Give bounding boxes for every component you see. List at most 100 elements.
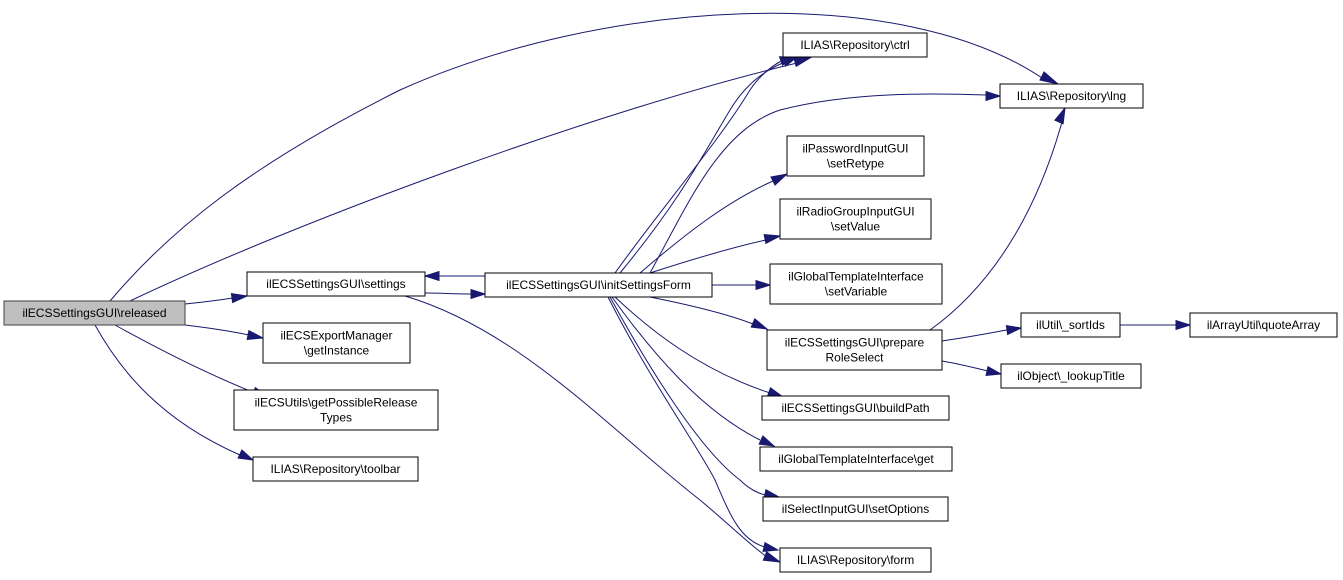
- node-label: ILIAS\Repository\ctrl: [800, 38, 909, 52]
- node-box[interactable]: [766, 329, 943, 371]
- node-label: ilUtil\_sortIds: [1036, 318, 1105, 332]
- node-box[interactable]: [769, 263, 943, 305]
- node-label: ilECSSettingsGUI\buildPath: [781, 401, 929, 415]
- edge-released-to-getPossible: [114, 324, 270, 397]
- node-box[interactable]: [779, 547, 932, 573]
- arrowhead-icon: [755, 279, 772, 291]
- node-label: \setRetype: [827, 157, 885, 171]
- arrowhead-icon: [1054, 106, 1066, 125]
- arrowhead-icon: [1039, 71, 1059, 85]
- node-quoteArray[interactable]: ilArrayUtil\quoteArray: [1189, 312, 1338, 338]
- edge-initSettingsForm-to-setValue: [649, 234, 782, 274]
- nodes-layer: ilECSSettingsGUI\released ilECSSettingsGU…: [3, 32, 1338, 573]
- arrowhead-icon: [230, 292, 249, 304]
- node-form[interactable]: ILIAS\Repository\form: [779, 547, 932, 573]
- node-toolbar[interactable]: ILIAS\Repository\toolbar: [252, 456, 419, 482]
- edge-line: [404, 295, 768, 558]
- node-label: ilECSExportManager: [280, 329, 392, 343]
- edge-line: [619, 61, 786, 274]
- edge-line: [184, 324, 250, 336]
- node-get[interactable]: ilGlobalTemplateInterface\get: [759, 446, 953, 472]
- edge-line: [614, 296, 771, 394]
- node-label: ILIAS\Repository\toolbar: [270, 462, 400, 476]
- arrowhead-icon: [770, 173, 789, 186]
- arrowhead-icon: [470, 288, 487, 300]
- node-label: ilECSSettingsGUI\initSettingsForm: [506, 278, 691, 292]
- edge-line: [649, 93, 987, 274]
- node-ctrl[interactable]: ILIAS\Repository\ctrl: [782, 32, 928, 58]
- node-label: ILIAS\Repository\form: [797, 553, 914, 567]
- node-label: ilECSSettingsGUI\released: [22, 306, 166, 320]
- edge-line: [941, 329, 1008, 342]
- node-label: ilECSSettingsGUI\settings: [266, 277, 405, 291]
- node-setValue[interactable]: ilRadioGroupInputGUI\setValue: [779, 198, 932, 240]
- node-box[interactable]: [262, 322, 411, 364]
- node-getInstance[interactable]: ilECSExportManager\getInstance: [262, 322, 411, 364]
- node-box[interactable]: [779, 198, 932, 240]
- node-label: ilECSUtils\getPossibleRelease: [255, 396, 418, 410]
- edge-released-to-ctrl: [129, 57, 812, 302]
- edge-sortIds-to-quoteArray: [1119, 319, 1192, 331]
- node-box[interactable]: [786, 135, 925, 177]
- edge-line: [609, 296, 767, 496]
- node-setRetype[interactable]: ilPasswordInputGUI\setRetype: [786, 135, 925, 177]
- edge-settings-to-form: [404, 295, 782, 563]
- node-initSettingsForm[interactable]: ilECSSettingsGUI\initSettingsForm: [484, 272, 713, 298]
- node-label: ilArrayUtil\quoteArray: [1207, 318, 1320, 332]
- node-label: \setValue: [831, 220, 880, 234]
- edge-line: [424, 292, 472, 295]
- node-label: RoleSelect: [825, 351, 884, 365]
- edge-initSettingsForm-to-lng: [649, 90, 1002, 274]
- edge-line: [929, 121, 1063, 331]
- node-label: ilRadioGroupInputGUI: [796, 205, 914, 219]
- edge-line: [649, 239, 767, 274]
- node-lookupTitle[interactable]: ilObject\_lookupTitle: [1000, 363, 1142, 389]
- node-box[interactable]: [762, 496, 949, 522]
- node-label: \setVariable: [825, 285, 888, 299]
- node-setVariable[interactable]: ilGlobalTemplateInterface\setVariable: [769, 263, 943, 305]
- node-box[interactable]: [761, 395, 950, 421]
- edge-prepareRoleSelect-to-lng: [929, 106, 1066, 331]
- node-label: ilGlobalTemplateInterface: [788, 270, 924, 284]
- arrowhead-icon: [237, 449, 255, 461]
- node-settings[interactable]: ilECSSettingsGUI\settings: [246, 271, 426, 297]
- edge-line: [614, 59, 784, 274]
- node-box[interactable]: [1000, 363, 1142, 389]
- edge-line: [639, 180, 774, 274]
- edge-line: [941, 360, 989, 372]
- node-sortIds[interactable]: ilUtil\_sortIds: [1020, 312, 1121, 338]
- node-box[interactable]: [782, 32, 928, 58]
- node-label: ilSelectInputGUI\setOptions: [782, 502, 929, 516]
- node-lng[interactable]: ILIAS\Repository\lng: [999, 83, 1144, 109]
- edge-released-to-toolbar: [94, 324, 255, 461]
- node-box[interactable]: [999, 83, 1144, 109]
- arrowhead-icon: [985, 90, 1002, 102]
- arrowhead-icon: [763, 234, 782, 245]
- node-label: Types: [320, 411, 352, 425]
- edge-line: [109, 12, 1046, 302]
- edge-released-to-settings: [184, 292, 249, 305]
- node-released[interactable]: ilECSSettingsGUI\released: [3, 300, 186, 326]
- node-box[interactable]: [246, 271, 426, 297]
- node-box[interactable]: [3, 300, 186, 326]
- node-setOptions[interactable]: ilSelectInputGUI\setOptions: [762, 496, 949, 522]
- node-buildPath[interactable]: ilECSSettingsGUI\buildPath: [761, 395, 950, 421]
- node-box[interactable]: [252, 456, 419, 482]
- node-box[interactable]: [1189, 312, 1338, 338]
- arrowhead-icon: [423, 270, 440, 282]
- node-box[interactable]: [233, 389, 439, 431]
- node-box[interactable]: [484, 272, 713, 298]
- node-box[interactable]: [759, 446, 953, 472]
- node-box[interactable]: [1020, 312, 1121, 338]
- node-label: ilECSSettingsGUI\prepare: [785, 336, 925, 350]
- edge-settings-to-initSettingsForm: [424, 288, 487, 300]
- arrowhead-icon: [246, 329, 265, 340]
- edge-initSettingsForm-to-buildPath: [614, 296, 785, 398]
- edge-line: [94, 324, 241, 456]
- arrowhead-icon: [762, 551, 782, 563]
- edge-initSettingsForm-to-setRetype: [639, 173, 789, 274]
- edge-line: [649, 296, 754, 325]
- node-label: ilObject\_lookupTitle: [1017, 369, 1125, 383]
